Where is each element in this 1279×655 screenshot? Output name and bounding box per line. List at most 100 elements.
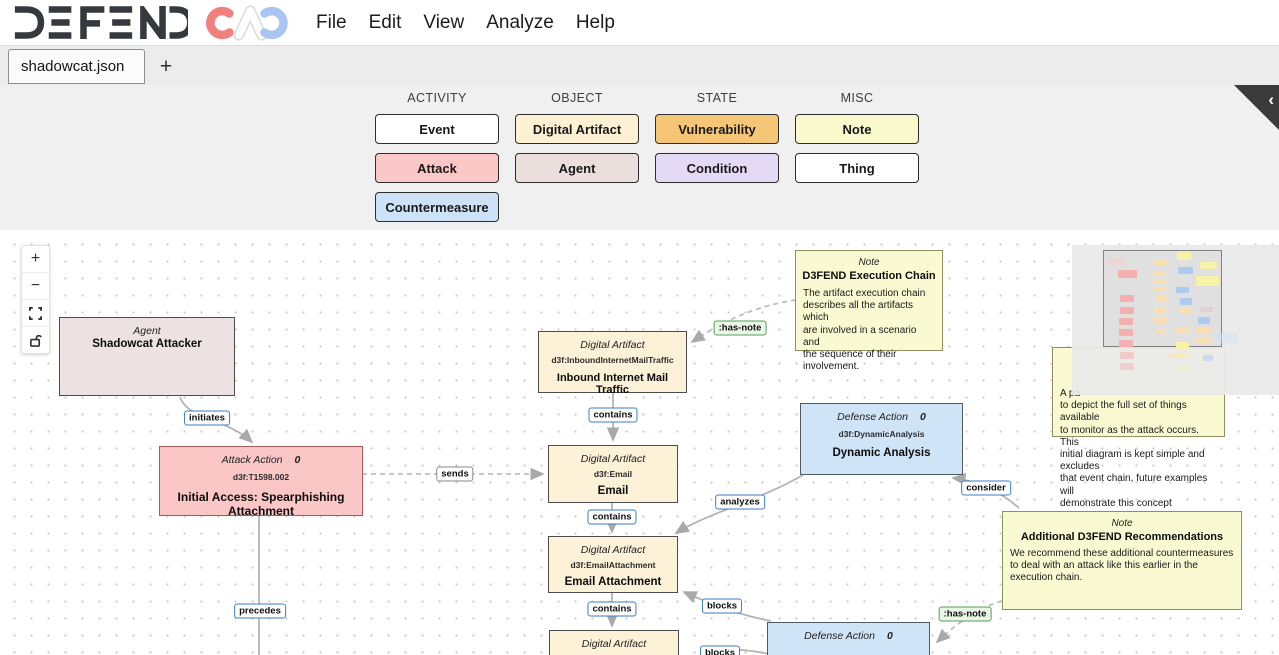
minimap-node	[1120, 352, 1134, 359]
node-type-label: Defense Action	[837, 411, 908, 423]
palette-condition-button[interactable]: Condition	[655, 153, 779, 183]
node-d3f-label: d3f:T1598.002	[232, 472, 290, 482]
minimap-node	[1155, 296, 1167, 301]
edge-has-note-1	[690, 299, 797, 343]
defend-logo	[14, 6, 188, 39]
node-name: Email Attachment	[564, 576, 662, 588]
palette-attack-button[interactable]: Attack	[375, 153, 499, 183]
edge-label-blocks[interactable]: blocks	[701, 598, 743, 614]
note-title: Additional D3FEND Recommendations	[1020, 531, 1224, 543]
node-d3f-label: d3f:Email	[593, 469, 633, 479]
minimap-node	[1120, 363, 1134, 370]
minimap-node	[1179, 307, 1192, 313]
zoom-out-button[interactable]: −	[22, 273, 49, 300]
menu-view[interactable]: View	[423, 11, 465, 33]
palette-event-button[interactable]: Event	[375, 114, 499, 144]
cad-logo	[206, 4, 288, 41]
node-type-label: Agent	[133, 325, 161, 337]
collapse-palette-button[interactable]	[1234, 85, 1279, 130]
plus-icon: +	[30, 250, 41, 267]
edge-label-contains[interactable]: contains	[587, 601, 637, 617]
minimap-node	[1200, 307, 1213, 312]
palette-header-object: OBJECT	[551, 91, 603, 105]
palette-header-activity: ACTIVITY	[407, 91, 467, 105]
minimap-node	[1176, 342, 1189, 350]
lock-button[interactable]	[22, 327, 49, 353]
edge-label-blocks[interactable]: blocks	[699, 645, 741, 655]
chevron-left-icon: ‹	[1268, 90, 1274, 109]
node-artifact-bottom[interactable]: Digital Artifact	[549, 630, 679, 655]
palette-note-button[interactable]: Note	[795, 114, 919, 144]
menu-edit[interactable]: Edit	[368, 11, 402, 33]
minimap-node	[1216, 333, 1238, 343]
node-agent-shadowcat[interactable]: Agent Shadowcat Attacker	[59, 317, 235, 396]
menu-bar: File Edit View Analyze Help	[0, 0, 1279, 45]
node-type-label: Digital Artifact	[581, 638, 647, 650]
edge-label-contains[interactable]: contains	[588, 407, 638, 423]
minimap-node	[1154, 279, 1166, 284]
canvas-toolbar: + −	[21, 245, 50, 354]
node-count: 0	[886, 630, 893, 642]
edge-label-has-note[interactable]: :has-note	[938, 606, 992, 622]
minimap-node	[1153, 317, 1167, 323]
edge-label-contains[interactable]: contains	[587, 509, 637, 525]
minimap-node	[1154, 271, 1166, 276]
edge-label-consider[interactable]: consider	[961, 480, 1011, 496]
node-type-label: Digital Artifact	[580, 453, 646, 465]
minus-icon: −	[30, 277, 41, 294]
fit-view-button[interactable]	[22, 300, 49, 327]
node-type-label: Digital Artifact	[580, 339, 645, 351]
minimap-node	[1196, 338, 1212, 344]
minimap-node	[1154, 308, 1166, 313]
edge-label-has-note[interactable]: :has-note	[713, 320, 767, 336]
minimap-node	[1120, 307, 1134, 314]
minimap-node	[1108, 258, 1125, 266]
palette-thing-button[interactable]: Thing	[795, 153, 919, 183]
node-artifact-email-attachment[interactable]: Digital Artifact d3f:EmailAttachment Ema…	[548, 536, 678, 593]
minimap-node	[1119, 340, 1133, 347]
note-title: D3FEND Execution Chain	[802, 270, 936, 282]
tab-bar: shadowcat.json +	[0, 45, 1279, 86]
node-name: Inbound Internet Mail Traffic	[556, 372, 669, 396]
minimap-node	[1176, 327, 1189, 333]
node-d3f-label: d3f:EmailAttachment	[570, 560, 656, 570]
zoom-in-button[interactable]: +	[22, 246, 49, 273]
minimap-node	[1176, 287, 1189, 293]
edge-label-sends[interactable]: sends	[436, 466, 474, 482]
minimap-node	[1155, 329, 1166, 334]
node-count: 0	[919, 411, 926, 423]
unlock-icon	[30, 334, 42, 347]
node-artifact-inbound-mail[interactable]: Digital Artifact d3f:InboundInternetMail…	[538, 331, 687, 396]
node-count: 0	[294, 454, 301, 466]
minimap-node	[1154, 287, 1166, 292]
node-name: Initial Access: Spearphishing Attachment	[177, 490, 345, 518]
palette-digital-artifact-button[interactable]: Digital Artifact	[515, 114, 639, 144]
edge-label-precedes[interactable]: precedes	[234, 603, 286, 619]
minimap-node	[1153, 260, 1167, 266]
tab-shadowcat[interactable]: shadowcat.json	[8, 49, 145, 84]
node-artifact-email[interactable]: Digital Artifact d3f:Email Email	[548, 445, 678, 503]
palette-agent-button[interactable]: Agent	[515, 153, 639, 183]
palette-countermeasure-button[interactable]: Countermeasure	[375, 192, 499, 222]
node-note-execution-chain[interactable]: Note D3FEND Execution Chain The artifact…	[795, 250, 943, 372]
minimap-node	[1119, 329, 1133, 336]
new-tab-button[interactable]: +	[159, 55, 173, 78]
node-note-additional-recommendations[interactable]: Note Additional D3FEND Recommendations W…	[1002, 511, 1242, 610]
note-body: A pa to depict the full set of things av…	[1060, 388, 1208, 509]
menu-file[interactable]: File	[316, 11, 347, 33]
diagram-canvas[interactable]: Note D3FEND Execution Chain The artifact…	[0, 230, 1279, 655]
menu-help[interactable]: Help	[575, 11, 615, 33]
note-body: The artifact execution chain describes a…	[803, 288, 926, 373]
fullscreen-icon	[29, 306, 42, 320]
minimap-node	[1167, 353, 1182, 358]
edge-label-initiates[interactable]: initiates	[184, 410, 230, 426]
minimap-node	[1198, 317, 1210, 324]
palette-vulnerability-button[interactable]: Vulnerability	[655, 114, 779, 144]
minimap[interactable]	[1072, 245, 1279, 395]
minimap-node	[1196, 276, 1219, 286]
menu-analyze[interactable]: Analyze	[486, 11, 554, 33]
edge-label-analyzes[interactable]: analyzes	[715, 494, 765, 510]
